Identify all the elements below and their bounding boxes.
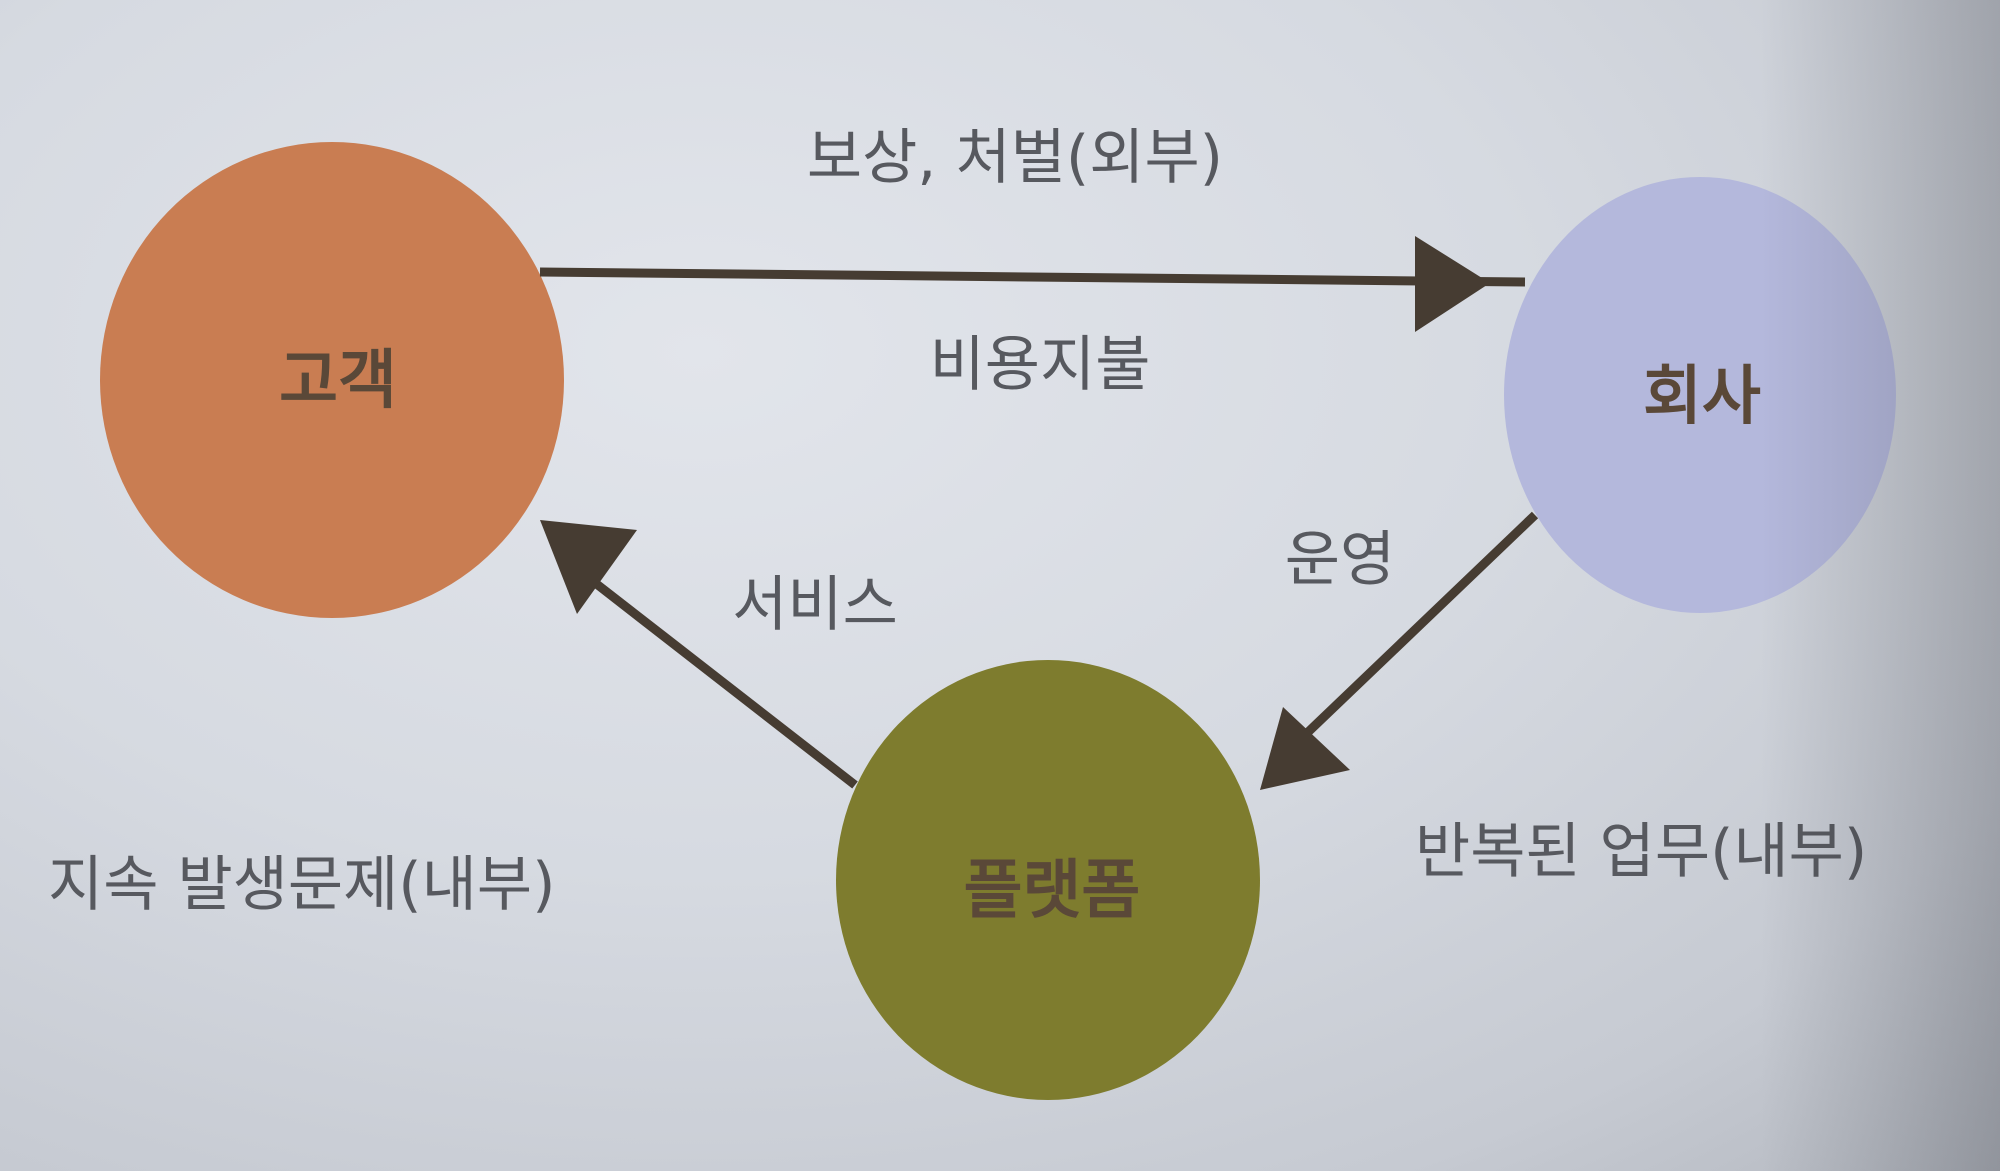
platform-to-customer-arrow-line [582,571,858,789]
right-note: 반복된 업무(내부) [1415,817,1867,887]
company-to-platform-arrowhead [1260,707,1350,790]
company-label: 회사 [1643,360,1761,434]
company-node [1504,177,1896,613]
platform-to-customer-arrowhead [540,520,637,614]
customer-to-company-label-above: 보상, 처벌(외부) [807,123,1223,193]
left-note: 지속 발생문제(내부) [48,850,556,920]
customer-to-company-arrowhead [1415,236,1490,332]
customer-to-company-label-below: 비용지불 [930,330,1151,400]
platform-node [836,660,1260,1100]
company-to-platform-arrow-line [1301,511,1539,739]
company-to-platform-label: 운영 [1285,525,1395,595]
platform-label: 플랫폼 [964,854,1141,928]
platform-to-customer-label: 서비스 [732,570,898,640]
customer-label: 고객 [279,344,397,418]
customer-node [100,142,564,618]
customer-to-company-arrow-line [539,267,1526,287]
